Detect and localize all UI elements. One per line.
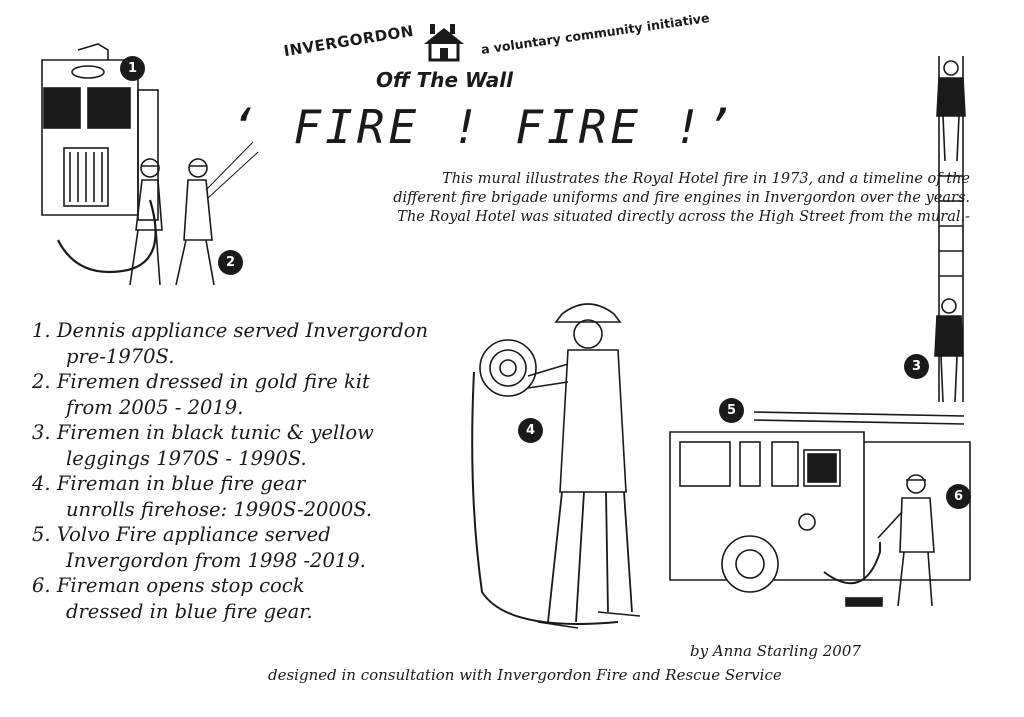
consultation-credit: designed in consultation with Invergordo… (268, 666, 782, 684)
fireman-hose-illustration (471, 303, 641, 629)
badge-2: 2 (218, 250, 243, 275)
page-title: ‘ FIRE ! FIRE !’ (230, 100, 738, 154)
ladder-firemen-illustration (934, 56, 966, 403)
logo-invergordon: INVERGORDON (282, 21, 416, 61)
house-logo-icon (424, 24, 464, 62)
badge-6: 6 (946, 484, 971, 509)
volvo-appliance-illustration (669, 411, 971, 607)
dennis-appliance-illustration (41, 43, 259, 286)
intro-line: This mural illustrates the Royal Hotel f… (442, 171, 970, 187)
intro-line: The Royal Hotel was situated directly ac… (397, 209, 970, 225)
badge-3: 3 (904, 354, 929, 379)
intro-line: different fire brigade uniforms and fire… (393, 190, 970, 206)
author-credit: by Anna Starling 2007 (690, 642, 861, 660)
logo-tagline: a voluntary community initiative (480, 10, 711, 57)
logo-off-the-wall: Off The Wall (376, 68, 513, 92)
badge-5: 5 (719, 398, 744, 423)
intro-paragraph: This mural illustrates the Royal Hotel f… (250, 170, 970, 227)
badge-1: 1 (120, 56, 145, 81)
badge-4: 4 (518, 418, 543, 443)
